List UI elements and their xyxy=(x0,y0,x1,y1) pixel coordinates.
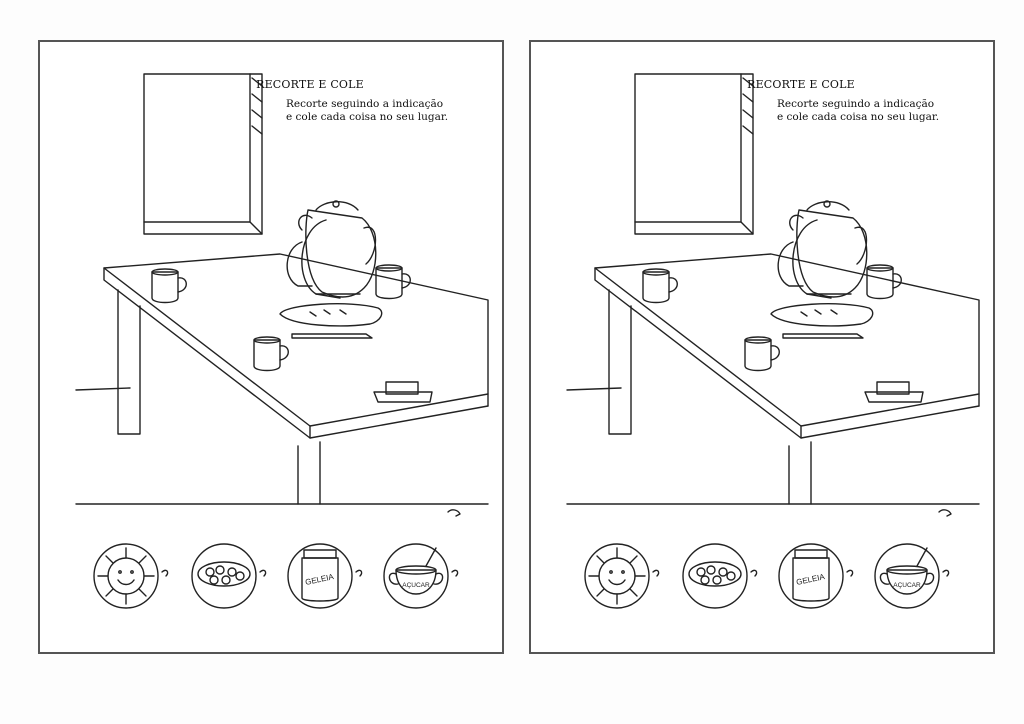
cutout-cereal-bowl[interactable] xyxy=(191,543,267,609)
cutout-sugar-bowl[interactable] xyxy=(383,543,459,609)
cups-drawing xyxy=(642,264,902,372)
window-drawing xyxy=(143,73,263,235)
cutout-sun-plate[interactable] xyxy=(93,543,169,609)
worksheet-instructions: Recorte seguindo a indicação e cole cada… xyxy=(286,98,476,124)
window-drawing xyxy=(634,73,754,235)
teapot-drawing xyxy=(286,200,377,299)
butter-dish-drawing xyxy=(373,381,433,403)
table-drawing xyxy=(594,253,980,505)
sugar-label: AÇUCAR xyxy=(893,582,921,589)
worksheet-right: RECORTE E COLE Recorte seguindo a indica… xyxy=(529,40,995,654)
scissors-icon xyxy=(447,509,461,517)
worksheet-title: RECORTE E COLE xyxy=(747,78,855,91)
kitchen-scene-drawing xyxy=(75,73,489,609)
cutout-jam-jar[interactable] xyxy=(287,543,363,609)
knife-drawing xyxy=(782,333,864,339)
instruction-line-1: Recorte seguindo a indicação xyxy=(777,98,935,110)
sugar-label: AÇUCAR xyxy=(402,582,430,589)
cutout-cereal-bowl[interactable] xyxy=(682,543,758,609)
instruction-line-2: e cole cada coisa no seu lugar. xyxy=(777,111,940,123)
floor-line xyxy=(75,387,131,391)
jam-label: GELEIA xyxy=(304,572,335,587)
table-drawing xyxy=(103,253,489,505)
knife-drawing xyxy=(291,333,373,339)
cutout-sugar-bowl[interactable] xyxy=(874,543,950,609)
floor-line xyxy=(566,387,622,391)
bread-drawing xyxy=(770,303,874,327)
butter-dish-drawing xyxy=(864,381,924,403)
cutout-labels: GELEIA AÇUCAR xyxy=(304,572,430,589)
bread-drawing xyxy=(279,303,383,327)
cutout-sun-plate[interactable] xyxy=(584,543,660,609)
jam-label: GELEIA xyxy=(795,572,826,587)
cutout-jam-jar[interactable] xyxy=(778,543,854,609)
instruction-line-1: Recorte seguindo a indicação xyxy=(286,98,444,110)
cutout-labels: GELEIA AÇUCAR xyxy=(795,572,921,589)
kitchen-scene-drawing xyxy=(566,73,980,609)
scissors-icon xyxy=(938,509,952,517)
worksheet-left: RECORTE E COLE Recorte seguindo a indica… xyxy=(38,40,504,654)
teapot-drawing xyxy=(777,200,868,299)
worksheet-title: RECORTE E COLE xyxy=(256,78,364,91)
instruction-line-2: e cole cada coisa no seu lugar. xyxy=(286,111,449,123)
cups-drawing xyxy=(151,264,411,372)
worksheet-instructions: Recorte seguindo a indicação e cole cada… xyxy=(777,98,967,124)
